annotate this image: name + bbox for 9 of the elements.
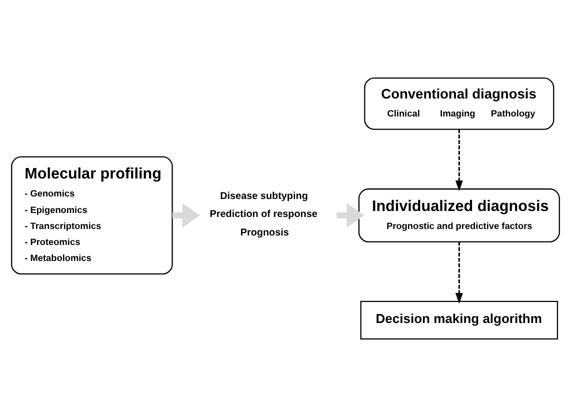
node-text: Disease subtyping Prediction of response Prognosis xyxy=(210,190,318,238)
arrow xyxy=(336,202,364,228)
arrow xyxy=(172,202,200,228)
node-box: Decision making algorithm xyxy=(360,300,558,340)
node-box: Molecular profiling - Genomics - Epigenomics - Transcriptomics - Proteomics - Metabolomics xyxy=(11,156,173,274)
node-box: Individualized diagnosis Prognostic and predictive factors xyxy=(358,188,560,242)
node-box: Conventional diagnosis Clinical Imaging Pathology xyxy=(364,76,554,130)
arrow xyxy=(455,241,463,304)
arrow xyxy=(455,128,463,191)
